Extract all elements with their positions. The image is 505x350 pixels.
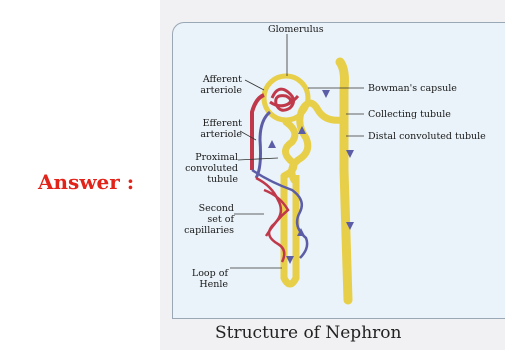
label-glomerulus: Glomerulus — [268, 24, 324, 35]
label-proximal-line3: tubule — [176, 174, 238, 185]
label-distal-tubule: Distal convoluted tubule — [368, 131, 486, 142]
label-proximal-line1: Proximal — [176, 152, 238, 163]
efferent-arteriole-shape — [256, 112, 270, 178]
label-loop-line2: Henle — [170, 279, 228, 290]
label-collecting-tubule: Collecting tubule — [368, 109, 451, 120]
label-bowmans-capsule: Bowman's capsule — [368, 83, 457, 94]
label-afferent-line2: arteriole — [182, 85, 242, 96]
answer-label: Answer : — [38, 170, 134, 194]
label-second-line3: capillaries — [168, 225, 234, 236]
figure-caption: Structure of Nephron — [215, 323, 401, 343]
label-second-line2: set of — [168, 214, 234, 225]
collecting-tubule-shape — [340, 62, 348, 300]
label-second-line1: Second — [168, 203, 234, 214]
nephron-figure: Glomerulus Afferent arteriole Efferent a… — [160, 0, 505, 350]
label-efferent-line1: Efferent — [182, 118, 242, 129]
label-efferent-line2: arteriole — [182, 129, 242, 140]
glomerulus-shape — [270, 89, 298, 110]
label-proximal-line2: convoluted — [176, 163, 238, 174]
label-loop-line1: Loop of — [170, 268, 228, 279]
label-afferent-line1: Afferent — [182, 74, 242, 85]
